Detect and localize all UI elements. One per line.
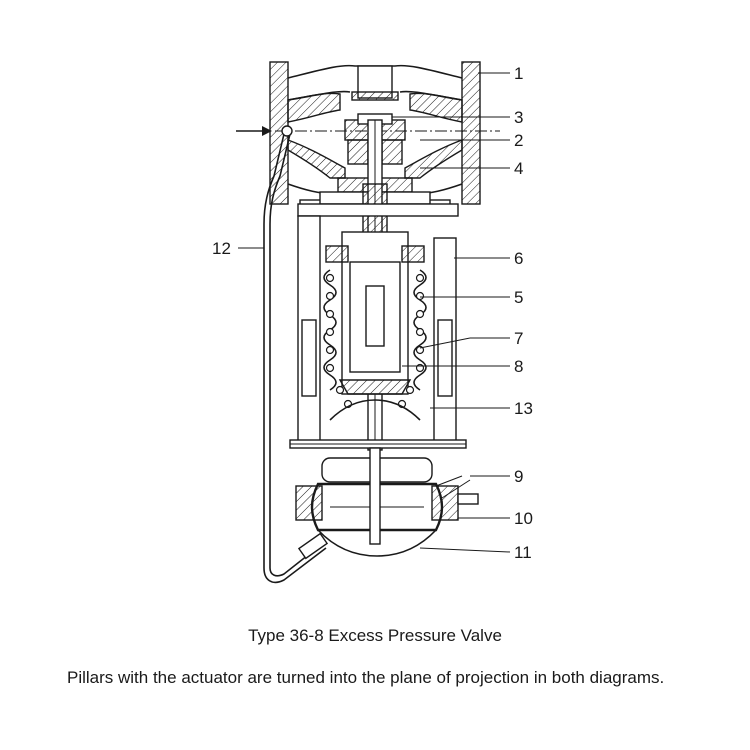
callout-13: 13 [514, 399, 533, 418]
callout-labels: 1 3 2 4 12 6 5 7 8 13 9 10 11 [212, 64, 533, 562]
spring-housing [289, 203, 467, 449]
callout-3: 3 [514, 108, 523, 127]
callout-1: 1 [514, 64, 523, 83]
callout-4: 4 [514, 159, 523, 178]
callout-12: 12 [212, 239, 231, 258]
callout-11: 11 [514, 543, 532, 562]
callout-10: 10 [514, 509, 533, 528]
figure-note: Pillars with the actuator are turned int… [67, 668, 665, 687]
diaphragm-actuator [295, 447, 479, 557]
callout-9: 9 [514, 467, 523, 486]
callout-5: 5 [514, 288, 523, 307]
callout-2: 2 [514, 131, 523, 150]
flow-direction-arrow-icon [236, 126, 272, 136]
valve-body [269, 61, 500, 215]
valve-cross-section-diagram: 1 3 2 4 12 6 5 7 8 13 9 10 11 [212, 61, 533, 584]
leader-lines [238, 72, 511, 553]
figure-title: Type 36-8 Excess Pressure Valve [248, 626, 502, 645]
callout-8: 8 [514, 357, 523, 376]
callout-7: 7 [514, 329, 523, 348]
callout-6: 6 [514, 249, 523, 268]
control-line [263, 125, 329, 584]
